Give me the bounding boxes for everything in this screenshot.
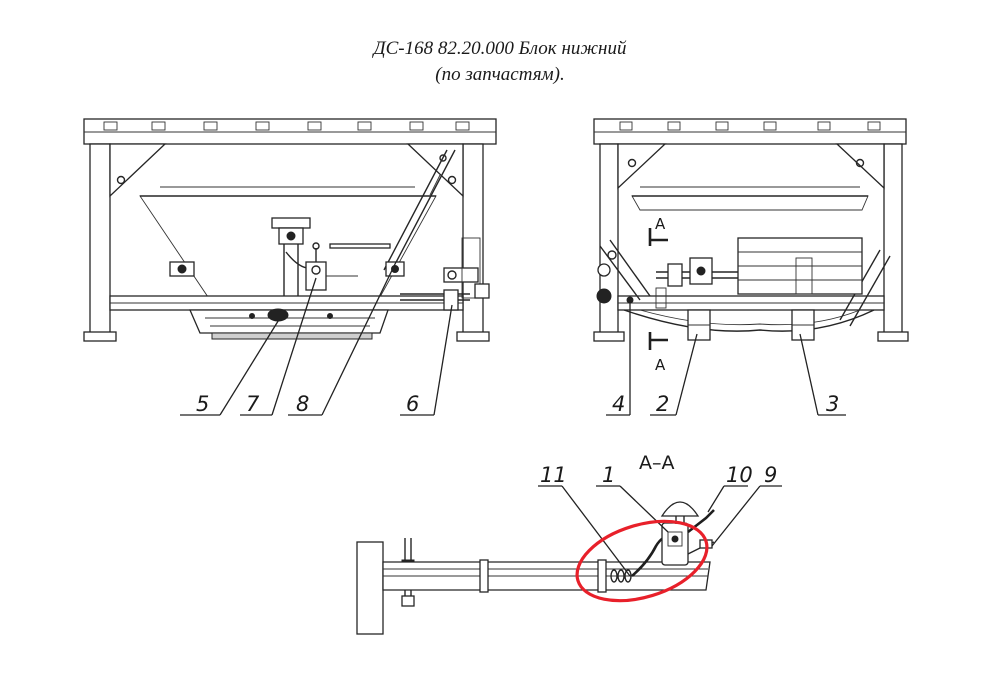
section-view <box>356 501 715 635</box>
section-letter-bottom: А <box>655 356 666 374</box>
side-leaders <box>606 300 846 416</box>
side-left-leg <box>599 143 619 341</box>
callout-11: 11 <box>540 463 567 487</box>
front-top-beam <box>83 118 497 145</box>
side-right-leg <box>883 143 903 341</box>
callout-9: 9 <box>764 463 777 487</box>
callout-6: 6 <box>406 392 419 416</box>
section-wall-plate <box>356 541 384 635</box>
front-view <box>83 118 497 342</box>
callout-4: 4 <box>612 392 625 416</box>
side-view <box>593 118 909 350</box>
front-top-clips <box>103 121 470 131</box>
drawing-subtitle: (по запчастям). <box>435 64 565 85</box>
callout-1: 1 <box>602 463 615 487</box>
callout-8: 8 <box>296 392 309 416</box>
drawing-title: ДС-168 82.20.000 Блок нижний <box>373 38 627 59</box>
front-bottom-tray <box>189 309 389 334</box>
section-letter-top: А <box>655 215 666 233</box>
section-leaders <box>538 485 782 577</box>
front-leaders <box>180 261 453 416</box>
callout-5: 5 <box>196 392 209 416</box>
side-top-clips <box>619 121 881 131</box>
callout-3: 3 <box>826 392 839 416</box>
front-hopper <box>139 195 437 298</box>
section-title: А–А <box>639 452 675 474</box>
callout-7: 7 <box>246 392 260 416</box>
callout-10: 10 <box>726 463 753 487</box>
section-marker-bottom <box>648 332 668 350</box>
section-marker-top <box>648 228 668 246</box>
front-left-leg <box>89 143 111 341</box>
highlight-ellipse <box>575 519 709 603</box>
callout-2: 2 <box>656 392 669 416</box>
side-top-beam <box>593 118 907 145</box>
